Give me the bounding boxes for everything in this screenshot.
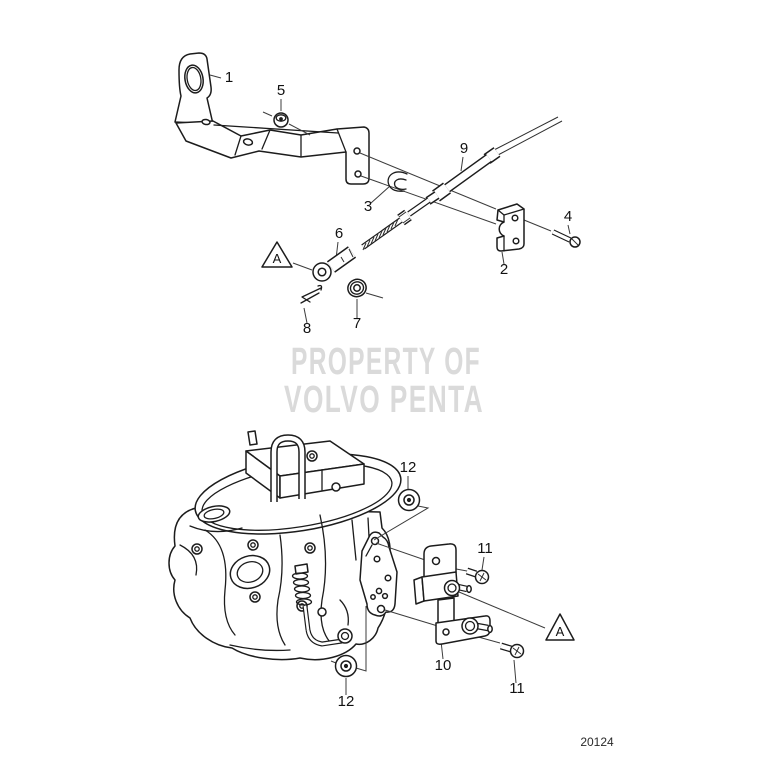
part-8-cotter-pin bbox=[300, 284, 323, 304]
callout-5: 5 bbox=[277, 82, 285, 99]
part-12-nut-upper bbox=[397, 488, 421, 512]
part-11-screw-upper bbox=[465, 567, 490, 585]
callout-1: 1 bbox=[225, 69, 233, 86]
drawing-number: 20124 bbox=[580, 735, 614, 749]
warning-triangle-icon: A bbox=[545, 613, 575, 641]
part-9-throttle-cable bbox=[361, 116, 563, 251]
part-3-clip bbox=[387, 171, 408, 192]
part-1-bracket bbox=[174, 52, 370, 185]
callouts: 1 5 9 3 4 6 2 7 8 12 11 10 11 12 bbox=[225, 69, 572, 710]
part-10-cable-bracket bbox=[413, 543, 493, 645]
warning-marker-label: A bbox=[273, 251, 282, 266]
callout-9: 9 bbox=[460, 140, 468, 157]
callout-8: 8 bbox=[303, 320, 311, 337]
callout-2: 2 bbox=[500, 261, 508, 278]
watermark-line-2: VOLVO PENTA bbox=[284, 379, 484, 421]
callout-11-upper: 11 bbox=[477, 540, 493, 557]
carburetor-illustration bbox=[168, 430, 402, 661]
part-12-nut-lower bbox=[334, 654, 358, 678]
leader-lines-bottom bbox=[330, 476, 546, 695]
part-2-clamp-block bbox=[496, 203, 525, 252]
warning-marker-label: A bbox=[556, 624, 565, 639]
carburetor-mounting-plate bbox=[359, 531, 398, 617]
leader-lines-top bbox=[209, 74, 571, 324]
warning-triangle-icon: A bbox=[261, 241, 293, 268]
callout-3: 3 bbox=[364, 198, 372, 215]
callout-6: 6 bbox=[335, 225, 343, 242]
callout-7: 7 bbox=[353, 315, 361, 332]
part-7-washer bbox=[347, 278, 367, 298]
part-6-cable-eye-end bbox=[312, 246, 357, 282]
carburetor-pump-spring bbox=[291, 563, 343, 647]
callout-10: 10 bbox=[435, 657, 452, 674]
carburetor-screw-heads bbox=[191, 539, 327, 617]
watermark-line-1: PROPERTY OF bbox=[291, 341, 481, 383]
part-5-nut bbox=[273, 112, 289, 128]
callout-12-lower: 12 bbox=[338, 693, 355, 710]
part-11-screw-lower bbox=[499, 642, 525, 659]
part-4-screw bbox=[551, 229, 581, 248]
callout-12-upper: 12 bbox=[400, 459, 417, 476]
thread-hatching bbox=[362, 218, 399, 251]
watermark: PROPERTY OF VOLVO PENTA bbox=[284, 341, 484, 421]
callout-4: 4 bbox=[564, 208, 572, 225]
callout-11-lower: 11 bbox=[509, 680, 525, 697]
